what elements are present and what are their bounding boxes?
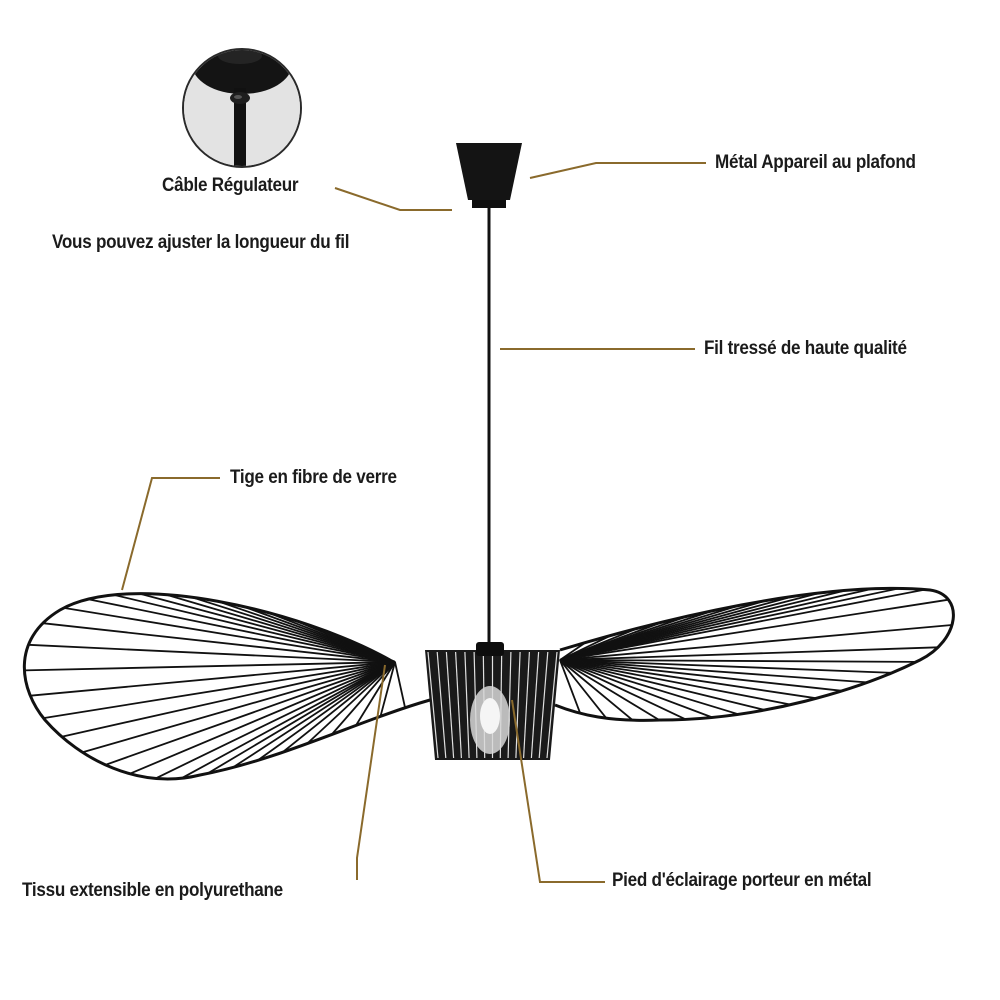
wire-brim <box>22 586 955 781</box>
brim-spoke <box>61 661 396 738</box>
brim-spoke <box>306 661 396 745</box>
label-cable-regulator: Câble Régulateur <box>162 175 299 196</box>
brim-spoke <box>559 659 766 711</box>
brim-spoke <box>30 661 396 697</box>
leader-line-ceiling-fixture <box>529 162 706 179</box>
leader-line-metal-support <box>511 699 605 883</box>
brim-spoke <box>165 593 396 663</box>
brim-spoke <box>559 646 939 661</box>
leader-line-stretch-fabric <box>356 664 386 880</box>
label-ceiling-fixture: Métal Appareil au plafond <box>715 152 916 173</box>
brim-spoke <box>232 661 396 769</box>
label-stretch-fabric: Tissu extensible en polyurethane <box>22 880 283 901</box>
brim-spoke <box>43 661 396 719</box>
shade-slat <box>538 651 549 759</box>
brim-spoke <box>42 622 396 663</box>
brim-spoke <box>559 659 687 721</box>
brim-spoke <box>206 661 396 775</box>
brim-spoke <box>113 594 396 663</box>
brim-spoke <box>394 661 406 708</box>
brim-spoke <box>105 661 396 766</box>
brim-spoke <box>63 607 396 663</box>
brim-spoke <box>155 661 396 780</box>
label-cable-length-note: Vous pouvez ajuster la longueur du fil <box>52 232 350 253</box>
brim-spoke <box>28 643 396 663</box>
brim-spoke <box>559 659 791 706</box>
leader-lines <box>121 162 706 883</box>
brim-spoke <box>24 661 396 672</box>
brim-spoke <box>559 598 949 661</box>
label-metal-support: Pied d'éclairage porteur en métal <box>612 870 872 891</box>
brim-spoke <box>559 588 925 661</box>
brim-spoke <box>559 659 713 719</box>
shade-slat <box>507 651 512 759</box>
leader-line-fiberglass-rod <box>121 477 220 591</box>
brim-spoke <box>559 659 660 721</box>
lamp-shade <box>425 642 560 760</box>
shade-slat <box>523 651 530 759</box>
shade-slat <box>436 651 447 759</box>
brim-spoke <box>559 659 582 714</box>
brim-spoke <box>559 659 817 700</box>
brim-spoke <box>281 661 396 754</box>
brim-spoke <box>379 661 396 717</box>
brim-spoke <box>559 659 892 674</box>
brim-spoke <box>559 659 843 692</box>
cable-regulator-detail-inset <box>182 48 302 168</box>
brim-spoke <box>559 624 952 661</box>
shade-slat <box>445 651 455 759</box>
brim-spoke <box>559 659 739 716</box>
label-fiberglass-rod: Tige en fibre de verre <box>230 467 397 488</box>
label-braided-wire: Fil tressé de haute qualité <box>704 338 907 359</box>
brim-spoke <box>82 661 396 754</box>
shade-slat <box>546 651 558 759</box>
brim-spoke <box>139 592 396 663</box>
brim-spoke <box>129 661 396 775</box>
ceiling-canopy <box>456 143 522 200</box>
brim-spoke <box>559 659 868 684</box>
shade-slat <box>515 651 521 759</box>
brim-spoke <box>559 659 634 721</box>
brim-spoke <box>181 661 396 779</box>
brim-spoke <box>559 659 608 719</box>
brim-spoke <box>355 661 396 726</box>
brim-spoke <box>88 598 396 663</box>
shade-slat <box>455 651 462 759</box>
shade-slat <box>464 651 470 759</box>
shade-slat <box>530 651 540 759</box>
shade-slat <box>427 651 439 759</box>
brim-spoke <box>559 587 899 661</box>
cable-regulator-detail-icon <box>184 50 300 166</box>
leader-line-cable-regulator <box>334 187 452 211</box>
canopy-base <box>472 200 506 208</box>
brim-spoke <box>559 659 917 663</box>
brim-spoke <box>257 661 396 762</box>
